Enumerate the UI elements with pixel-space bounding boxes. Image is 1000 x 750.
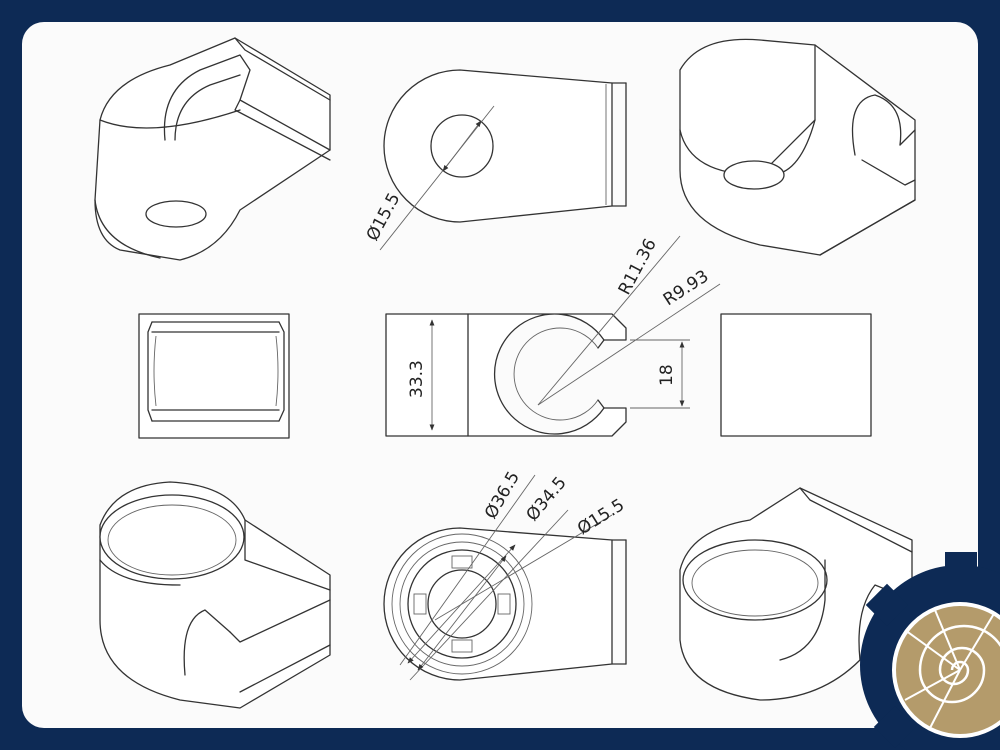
right-view (720, 313, 872, 437)
dim-slot-width: 18 (657, 364, 677, 386)
iso-view-bottom-right (679, 487, 913, 701)
iso-view-bottom-left (99, 481, 331, 709)
left-view (138, 313, 290, 439)
technical-drawing: Ø15.5 (94, 37, 916, 709)
dim-height: 33.3 (407, 360, 427, 398)
nautilus-shell-icon (892, 602, 1000, 738)
iso-view-top-right (679, 38, 916, 256)
drawing-sheet: Ø15.5 (22, 22, 978, 728)
iso-view-top-left (94, 37, 331, 261)
